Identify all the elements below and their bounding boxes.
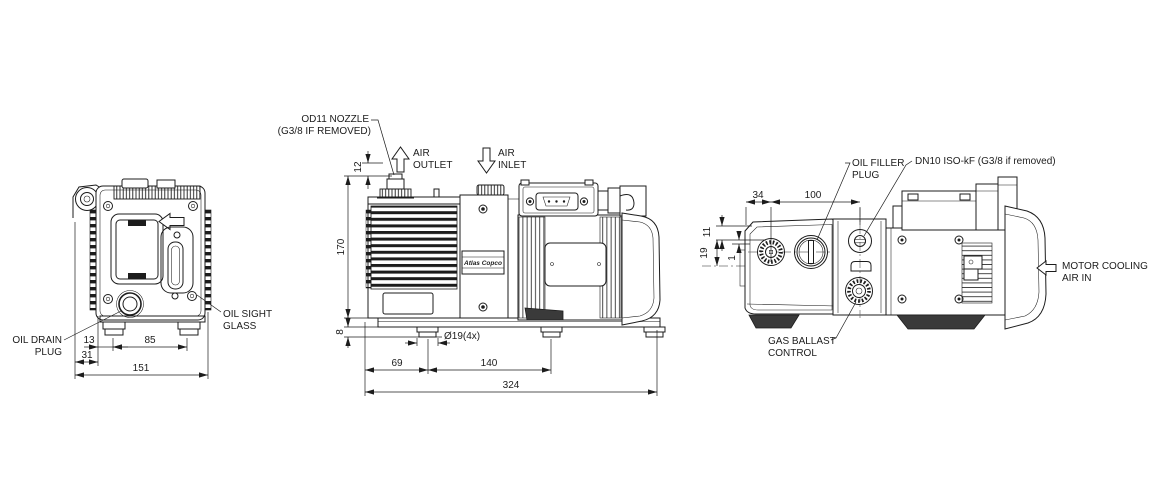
dim-12: 12 [353, 161, 364, 173]
end-view: 34 100 11 19 1 OIL FILLER PLUG DN10 ISO-… [699, 156, 1148, 359]
side-dimensions: 12 170 8 Ø19(4x) 69 140 324 [335, 151, 658, 396]
motor-cooling-air-arrow-icon [1036, 259, 1057, 277]
front-corner-screws [103, 201, 198, 304]
label-gas-ballast-line1: GAS BALLAST [768, 336, 836, 347]
label-oil-filler-plug-line2: PLUG [852, 170, 879, 181]
label-air-inlet-line2: INLET [498, 160, 526, 171]
oil-case-cooling-fins [370, 205, 458, 290]
label-oil-drain-plug-line2: PLUG [35, 347, 62, 358]
oil-case-finned [365, 188, 461, 319]
front-view: 13 85 31 151 OIL DRAIN PLUG OIL SIGHT GL… [12, 178, 272, 379]
label-air-inlet-line1: AIR [498, 148, 515, 159]
flange-screws [897, 235, 964, 304]
label-od11-nozzle-line2: (G3/8 IF REMOVED) [278, 126, 371, 137]
label-oil-sight-glass-line2: GLASS [223, 321, 257, 332]
terminal-box-end [892, 176, 1018, 231]
dim-324: 324 [503, 380, 520, 391]
front-base-and-feet [99, 315, 206, 336]
label-motor-cooling-line2: AIR IN [1062, 273, 1091, 284]
air-outlet-arrow-icon [391, 146, 410, 173]
brand-logo-plate: Atlas Copco [461, 250, 505, 275]
dim-31: 31 [81, 350, 93, 361]
latch-tab [850, 261, 872, 272]
dim-feet-diameter: Ø19(4x) [444, 331, 480, 342]
front-top-cap [121, 178, 149, 189]
dn10-inlet-port [848, 229, 872, 253]
motor-foot-bracket [524, 307, 564, 321]
front-top-small-cap [156, 179, 176, 189]
label-oil-sight-glass-line1: OIL SIGHT [223, 309, 272, 320]
air-inlet-arrow-icon [477, 147, 496, 174]
oil-box-foot [748, 314, 800, 329]
dim-13: 13 [83, 335, 95, 346]
gland-housing [619, 185, 647, 217]
inlet-panel [832, 208, 887, 318]
oil-sight-glass [160, 226, 194, 300]
brand-logo-text: Atlas Copco [463, 260, 502, 267]
dim-69: 69 [391, 358, 403, 369]
label-air-outlet-line1: AIR [413, 148, 430, 159]
dim-170: 170 [336, 238, 347, 255]
side-top-pin [433, 188, 440, 198]
oil-drain-plug [116, 290, 144, 318]
front-pump-body [89, 178, 212, 321]
rotation-direction-arrow-icon [158, 212, 185, 231]
label-dn10-port: DN10 ISO-kF (G3/8 if removed) [915, 156, 1056, 167]
label-oil-drain-plug-line1: OIL DRAIN [12, 335, 62, 346]
label-gas-ballast-line2: CONTROL [768, 348, 817, 359]
side-callouts: OD11 NOZZLE (G3/8 IF REMOVED) AIR OUTLET… [278, 114, 526, 176]
dim-1: 1 [727, 255, 738, 261]
label-oil-filler-plug-line1: OIL FILLER [852, 158, 904, 169]
dim-19: 19 [699, 247, 710, 259]
motor-end [885, 176, 1018, 330]
dim-8: 8 [335, 329, 346, 335]
dim-140: 140 [481, 358, 498, 369]
terminal-box-side [518, 179, 647, 217]
dim-85: 85 [144, 335, 156, 346]
side-view: Atlas Copco [278, 114, 666, 396]
label-od11-nozzle-line1: OD11 NOZZLE [301, 114, 369, 125]
exhaust-nozzle-od11 [377, 173, 414, 199]
motor-nameplate [544, 242, 607, 287]
dim-34: 34 [752, 190, 764, 201]
front-left-cooling-fins [89, 209, 97, 311]
gas-ballast-control-knob [845, 277, 873, 305]
fan-cover-end [1004, 205, 1047, 330]
front-callouts: OIL DRAIN PLUG OIL SIGHT GLASS [12, 294, 272, 358]
front-right-cooling-fins [204, 209, 212, 311]
fan-cover-side [621, 212, 661, 326]
dim-11: 11 [702, 226, 713, 237]
motor-foot-end [896, 314, 986, 330]
dim-151: 151 [133, 363, 150, 374]
end-dimensions: 34 100 11 19 1 [699, 190, 861, 266]
cable-gland-hook [619, 194, 635, 211]
motor-side [517, 214, 623, 321]
pump-module: Atlas Copco [459, 184, 520, 319]
front-window [110, 213, 164, 285]
end-callouts: OIL FILLER PLUG DN10 ISO-kF (G3/8 if rem… [768, 156, 1148, 359]
label-motor-cooling-line1: MOTOR COOLING [1062, 261, 1148, 272]
air-inlet-cap [476, 184, 505, 196]
oil-filler-plug-end [794, 235, 828, 269]
power-connector [535, 192, 579, 211]
front-dimensions: 13 85 31 151 [74, 222, 209, 379]
dim-100: 100 [805, 190, 822, 201]
label-air-outlet-line2: OUTLET [413, 160, 452, 171]
oil-box-end [739, 208, 887, 329]
